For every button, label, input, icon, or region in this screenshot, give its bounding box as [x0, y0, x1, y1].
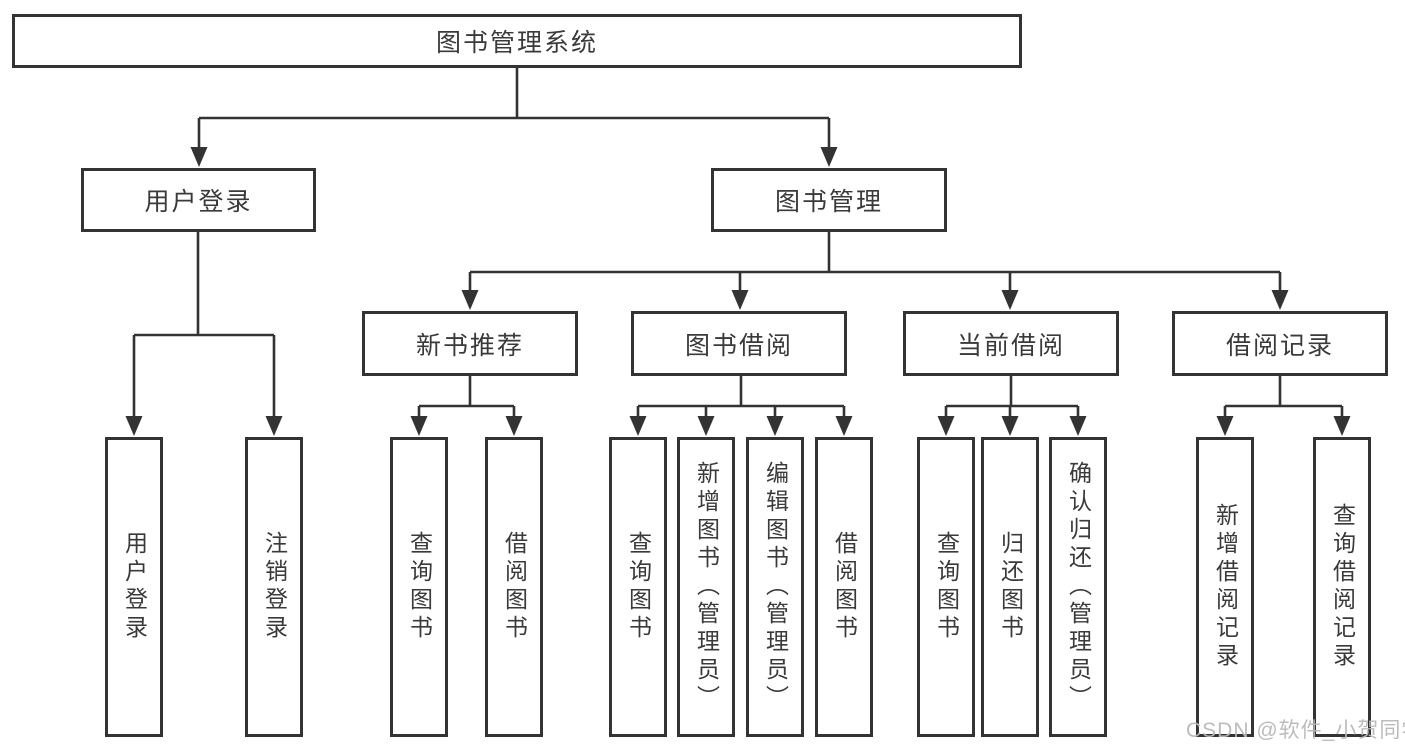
leaf-current-return-books-label: 归还图书	[997, 531, 1024, 643]
leaf-logout-label: 注销登录	[261, 531, 288, 643]
leaf-current-confirm-return-admin-label: 确认归还（管理员）	[1065, 461, 1092, 713]
leaf-borrow-add-books-admin-label: 新增图书（管理员）	[693, 461, 720, 713]
leaf-recommend-query-books-label: 查询图书	[406, 531, 433, 643]
leaf-current-query-books: 查询图书	[917, 437, 975, 737]
watermark-text: CSDN @软件_小贺同学	[1186, 719, 1405, 742]
leaf-recommend-query-books: 查询图书	[390, 437, 448, 737]
node-new-book-recommend-label: 新书推荐	[415, 331, 524, 360]
node-borrow-records-label: 借阅记录	[1225, 331, 1334, 360]
leaf-borrow-query-books: 查询图书	[609, 437, 667, 737]
node-book-management-system: 图书管理系统	[12, 14, 1022, 68]
node-book-borrow-label: 图书借阅	[684, 331, 793, 360]
node-new-book-recommend: 新书推荐	[362, 311, 578, 376]
leaf-records-query-record: 查询借阅记录	[1313, 437, 1371, 737]
leaf-borrow-borrow-books: 借阅图书	[815, 437, 873, 737]
leaf-current-return-books: 归还图书	[981, 437, 1039, 737]
leaf-current-query-books-label: 查询图书	[933, 531, 960, 643]
leaf-records-add-record-label: 新增借阅记录	[1212, 503, 1239, 671]
leaf-borrow-edit-books-admin: 编辑图书（管理员）	[746, 437, 804, 737]
node-user-login-label: 用户登录	[144, 188, 253, 216]
node-book-borrow: 图书借阅	[631, 311, 847, 376]
leaf-recommend-borrow-books-label: 借阅图书	[501, 531, 528, 643]
leaf-borrow-query-books-label: 查询图书	[625, 531, 652, 643]
node-book-management: 图书管理	[711, 168, 947, 232]
node-book-management-system-label: 图书管理系统	[435, 29, 598, 57]
leaf-records-add-record: 新增借阅记录	[1196, 437, 1254, 737]
leaf-logout: 注销登录	[245, 437, 303, 737]
node-borrow-records: 借阅记录	[1172, 311, 1388, 376]
leaf-recommend-borrow-books: 借阅图书	[485, 437, 543, 737]
node-book-management-label: 图书管理	[774, 188, 883, 216]
node-current-borrow: 当前借阅	[903, 311, 1119, 376]
leaf-borrow-borrow-books-label: 借阅图书	[831, 531, 858, 643]
arrowhead-icons	[125, 147, 1351, 436]
leaf-user-login: 用户登录	[105, 437, 163, 737]
node-current-borrow-label: 当前借阅	[956, 331, 1065, 360]
leaf-borrow-edit-books-admin-label: 编辑图书（管理员）	[762, 461, 789, 713]
node-user-login: 用户登录	[81, 168, 316, 232]
leaf-borrow-add-books-admin: 新增图书（管理员）	[677, 437, 735, 737]
leaf-records-query-record-label: 查询借阅记录	[1329, 503, 1356, 671]
leaf-current-confirm-return-admin: 确认归还（管理员）	[1049, 437, 1107, 737]
leaf-user-login-label: 用户登录	[121, 531, 148, 643]
